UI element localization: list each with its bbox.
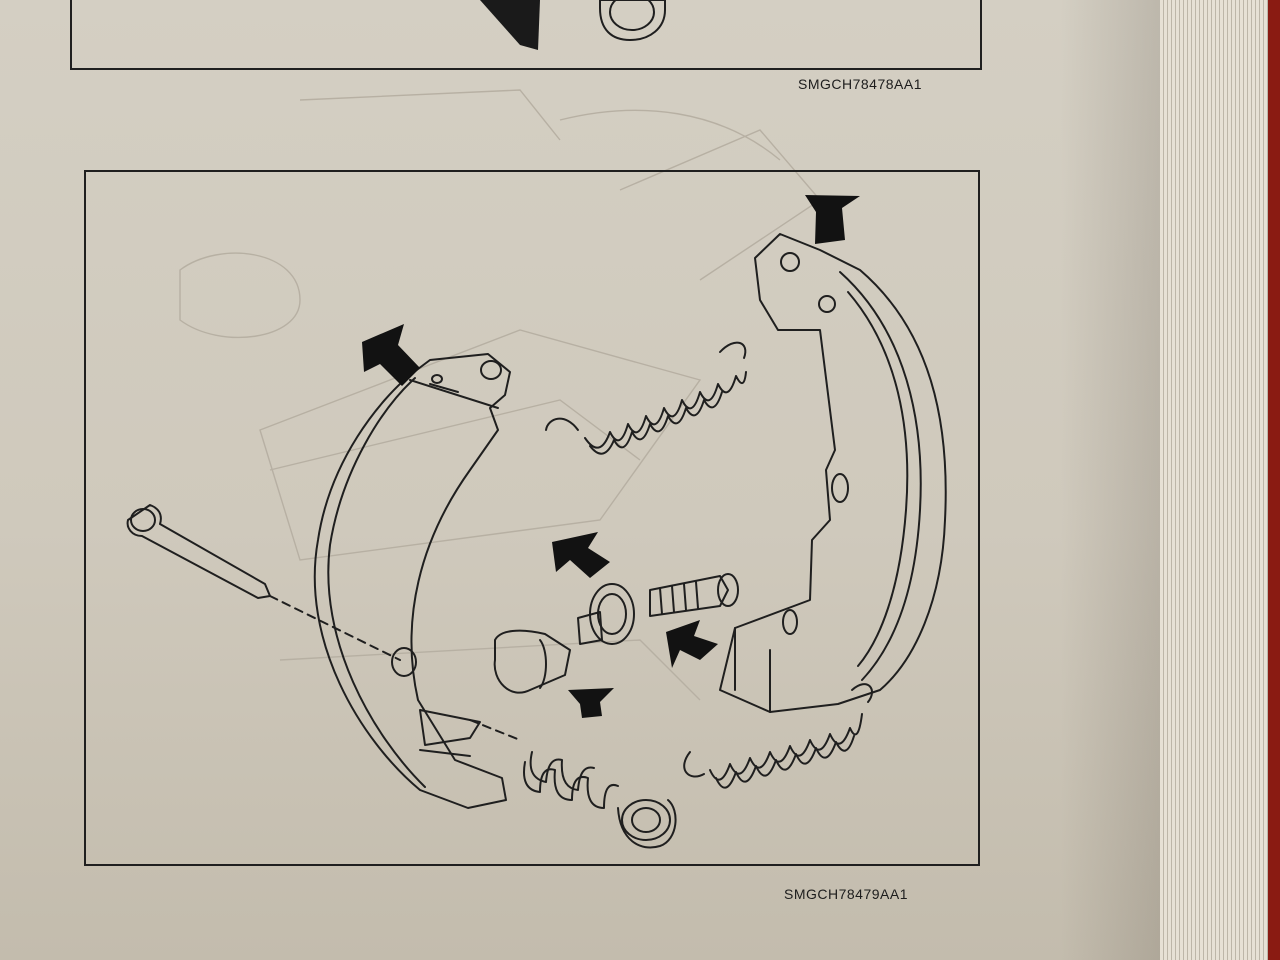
arrow-adjuster-spring bbox=[568, 688, 614, 718]
lower-return-spring bbox=[683, 683, 873, 789]
figure-reference-code: SMGCH78478AA1 bbox=[798, 76, 923, 92]
book-page-edges bbox=[1160, 0, 1280, 960]
arrow-adjuster-screw bbox=[666, 620, 718, 668]
spring-cap bbox=[617, 799, 677, 849]
adjuster-assembly bbox=[493, 573, 739, 694]
figure-reference-code: SMGCH78479AA1 bbox=[784, 886, 909, 902]
arrow-adjuster-nut bbox=[552, 532, 610, 578]
arrow-left-shoe bbox=[362, 324, 420, 386]
adjuster-spring bbox=[523, 751, 619, 809]
right-brake-shoe bbox=[719, 233, 947, 713]
figure-frame-top bbox=[70, 0, 982, 70]
arrow-right-shoe-top bbox=[805, 195, 860, 244]
anchor-pin bbox=[126, 504, 401, 661]
upper-return-spring bbox=[545, 341, 747, 455]
manual-page bbox=[0, 0, 1200, 960]
callout-arrows bbox=[362, 195, 860, 718]
left-brake-shoe bbox=[313, 353, 511, 809]
figure-frame-main bbox=[84, 170, 980, 866]
